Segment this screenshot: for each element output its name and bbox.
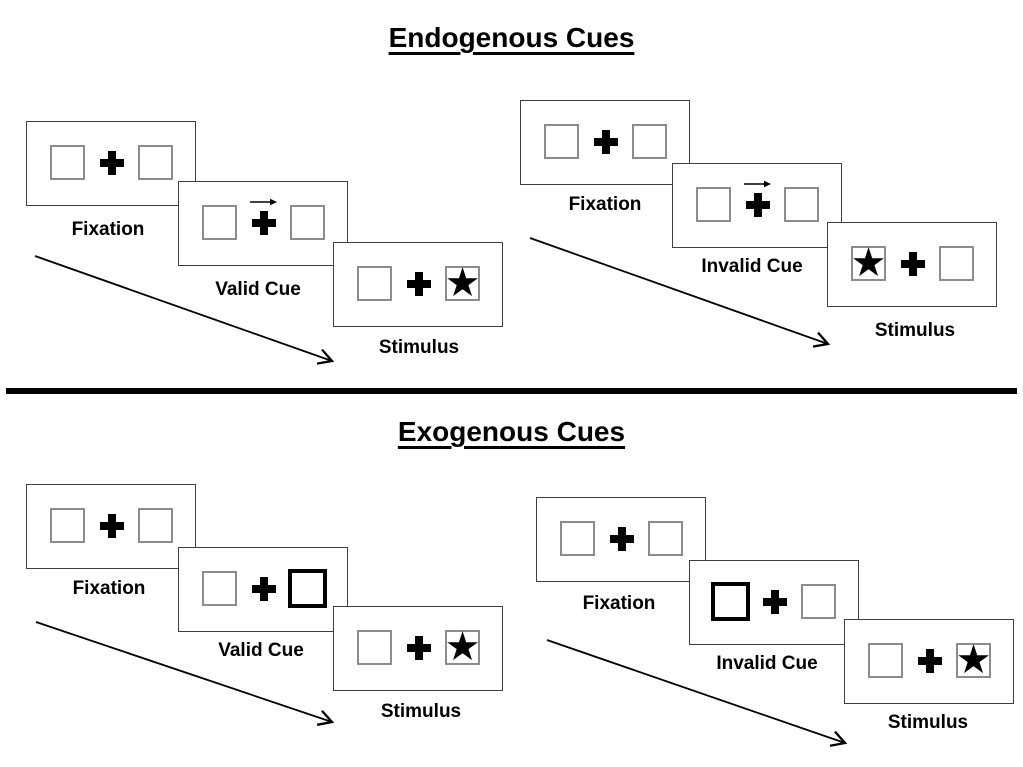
fixation-cross-icon: [252, 211, 276, 235]
section-title-text: Exogenous Cues: [397, 416, 626, 447]
right-box-with-star: ★: [444, 623, 481, 670]
left-box: [202, 571, 237, 606]
right-arrow-icon: [744, 180, 771, 188]
right-box: [138, 508, 173, 543]
left-box: [544, 124, 579, 159]
time-sequence-arrow: [35, 621, 335, 726]
panel-stimulus: ★: [333, 606, 503, 691]
fixation-cross-icon: [407, 636, 431, 660]
right-box-with-star: ★: [955, 636, 992, 683]
left-box: [357, 630, 392, 665]
panel-fixation: [26, 484, 196, 569]
left-box: [868, 643, 903, 678]
panel-fixation: [536, 497, 706, 582]
fixation-cross-icon: [610, 527, 634, 551]
panel-stimulus: ★: [827, 222, 997, 307]
right-box-highlighted-cue: [288, 569, 327, 608]
step-label: Fixation: [72, 578, 146, 599]
panel-valid-cue: [178, 181, 348, 266]
star-stimulus-icon: ★: [955, 636, 992, 683]
panel-valid-cue: [178, 547, 348, 632]
panel-invalid-cue: [672, 163, 842, 248]
fixation-cross-icon: [100, 514, 124, 538]
step-label: Stimulus: [380, 701, 462, 722]
time-sequence-arrow: [34, 255, 335, 365]
star-stimulus-icon: ★: [850, 239, 887, 286]
right-box-with-star: ★: [444, 259, 481, 306]
step-label: Valid Cue: [218, 640, 304, 661]
section-divider: [6, 388, 1017, 394]
left-box-with-star: ★: [850, 239, 887, 286]
fixation-cross-icon: [746, 193, 770, 217]
left-box: [696, 187, 731, 222]
panel-stimulus: ★: [844, 619, 1014, 704]
panel-invalid-cue: [689, 560, 859, 645]
step-label: Fixation: [568, 194, 642, 215]
right-arrow-icon: [250, 198, 277, 206]
step-label: Stimulus: [378, 337, 460, 358]
panel-stimulus: ★: [333, 242, 503, 327]
left-box: [202, 205, 237, 240]
left-box: [357, 266, 392, 301]
fixation-cross-icon: [252, 577, 276, 601]
right-box: [138, 145, 173, 180]
time-sequence-arrow: [546, 639, 848, 747]
star-stimulus-icon: ★: [444, 623, 481, 670]
section-title-exogenous: Exogenous Cues: [0, 416, 1023, 448]
step-label: Stimulus: [874, 320, 956, 341]
section-title-text: Endogenous Cues: [388, 22, 635, 53]
right-box: [648, 521, 683, 556]
step-label: Invalid Cue: [701, 256, 803, 277]
step-label: Stimulus: [887, 712, 969, 733]
left-box: [560, 521, 595, 556]
time-sequence-arrow: [529, 237, 831, 348]
right-box: [801, 584, 836, 619]
fixation-cross-icon: [100, 151, 124, 175]
section-title-endogenous: Endogenous Cues: [0, 22, 1023, 54]
fixation-cross-icon: [901, 252, 925, 276]
step-label: Fixation: [71, 219, 145, 240]
fixation-cross-icon: [407, 272, 431, 296]
step-label: Invalid Cue: [716, 653, 818, 674]
panel-fixation: [26, 121, 196, 206]
star-stimulus-icon: ★: [444, 259, 481, 306]
step-label: Valid Cue: [215, 279, 301, 300]
left-box: [50, 508, 85, 543]
right-box: [784, 187, 819, 222]
left-box-highlighted-cue: [711, 582, 750, 621]
step-label: Fixation: [582, 593, 656, 614]
fixation-cross-icon: [763, 590, 787, 614]
right-box: [290, 205, 325, 240]
panel-fixation: [520, 100, 690, 185]
left-box: [50, 145, 85, 180]
fixation-cross-icon: [918, 649, 942, 673]
right-box: [939, 246, 974, 281]
right-box: [632, 124, 667, 159]
fixation-cross-icon: [594, 130, 618, 154]
